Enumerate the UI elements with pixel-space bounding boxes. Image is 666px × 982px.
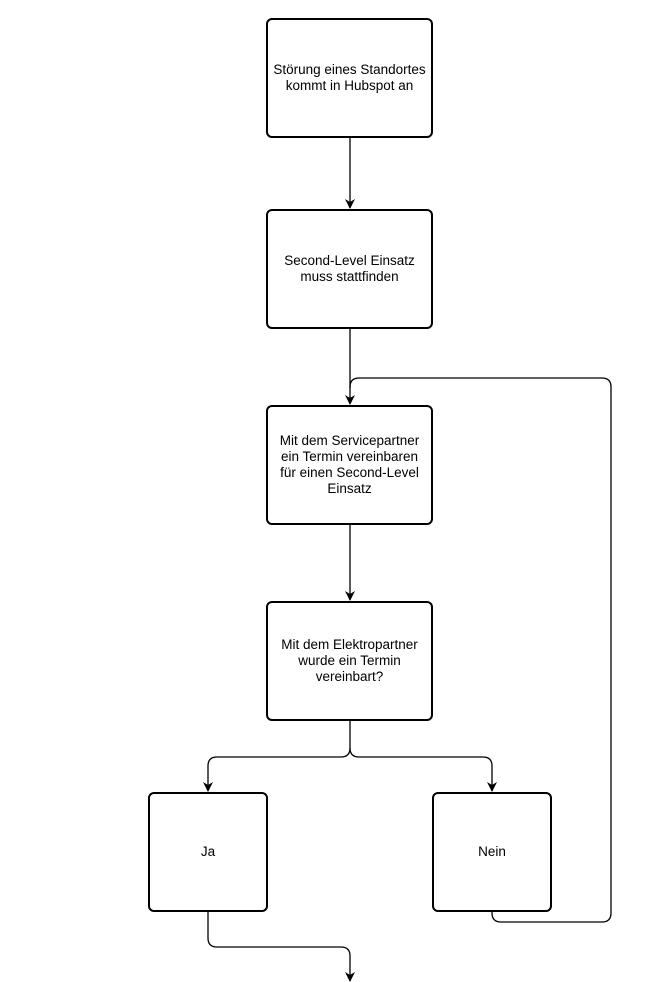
node-second-level-label: Second-Level Einsatz muss stattfinden <box>284 253 415 284</box>
node-termin-service-label: Mit dem Servicepartner ein Termin verein… <box>279 433 420 496</box>
edge-elektro-to-ja <box>203 721 351 792</box>
node-termin-service[interactable]: Mit dem Servicepartner ein Termin verein… <box>266 405 433 525</box>
node-ja[interactable]: Ja <box>148 792 268 912</box>
node-nein[interactable]: Nein <box>432 792 552 912</box>
node-ja-label: Ja <box>200 844 216 859</box>
edge-elektro-to-nein <box>349 747 497 792</box>
node-elektro-frage[interactable]: Mit dem Elektropartner wurde ein Termin … <box>266 601 433 721</box>
edge-nein-loop-back <box>349 377 612 923</box>
node-storung[interactable]: Störung eines Standortes kommt in Hubspo… <box>266 18 433 138</box>
node-nein-label: Nein <box>478 844 506 859</box>
node-second-level[interactable]: Second-Level Einsatz muss stattfinden <box>266 209 433 329</box>
edge-ja-to-next <box>207 912 355 982</box>
node-storung-label: Störung eines Standortes kommt in Hubspo… <box>273 62 426 93</box>
node-elektro-frage-label: Mit dem Elektropartner wurde ein Termin … <box>281 637 418 684</box>
